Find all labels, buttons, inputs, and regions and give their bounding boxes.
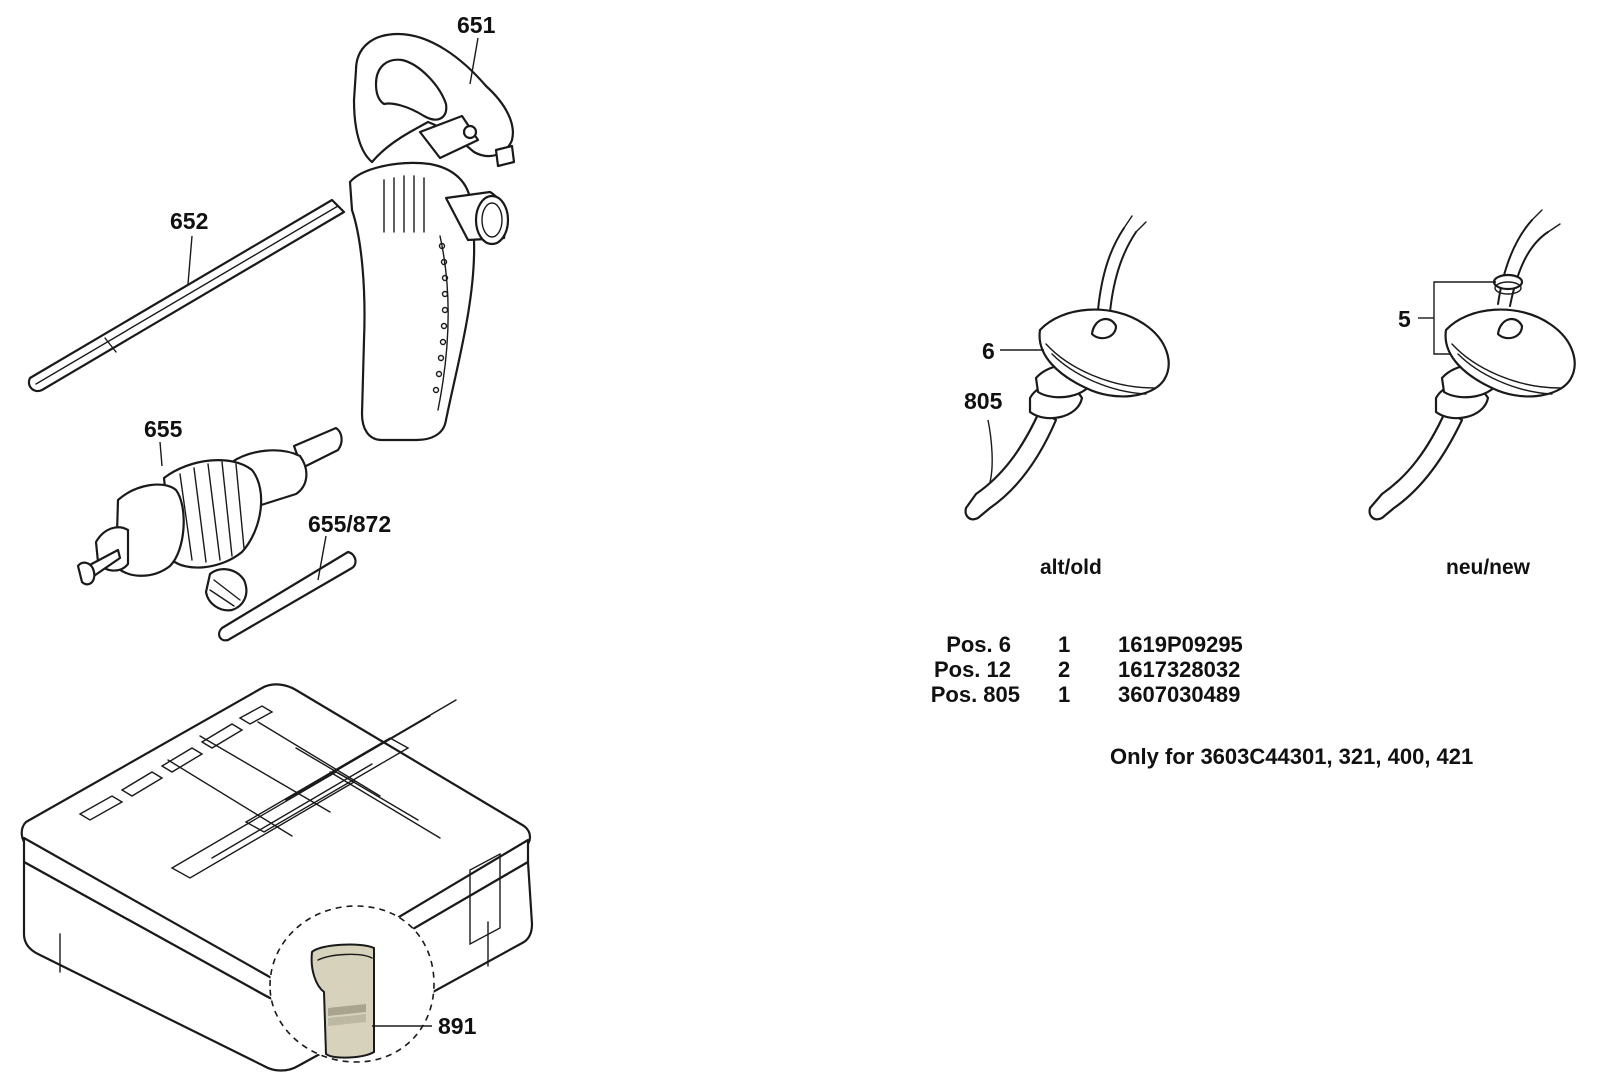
carrying-case: 891 <box>20 683 534 1072</box>
table-row-2-pos: Pos. 12 <box>934 657 1011 682</box>
table-row-3-qty: 1 <box>1058 682 1070 707</box>
caption-old: alt/old <box>1040 556 1102 579</box>
callout-655: 655 <box>144 416 183 442</box>
table-row-1-pos: Pos. 6 <box>946 632 1011 657</box>
table-row-2-qty: 2 <box>1058 657 1070 682</box>
callout-891: 891 <box>438 1013 477 1039</box>
table-row-1-number: 1619P09295 <box>1118 632 1243 657</box>
power-cord-old: 6 805 alt/old <box>964 215 1170 579</box>
callout-651: 651 <box>457 12 496 38</box>
table-row-3-pos: Pos. 805 <box>931 682 1020 707</box>
power-cord-new: 5 neu/new <box>1368 209 1576 579</box>
callout-652: 652 <box>170 208 208 234</box>
callout-6: 6 <box>982 338 995 364</box>
callout-805: 805 <box>964 388 1003 414</box>
callout-655-872: 655/872 <box>308 511 391 537</box>
table-row-3-number: 3607030489 <box>1118 682 1240 707</box>
parts-table: Pos. 6 1 1619P09295 Pos. 12 2 1617328032… <box>931 632 1474 769</box>
depth-rod-652: 652 <box>27 198 346 393</box>
applicability-note: Only for 3603C44301, 321, 400, 421 <box>1110 744 1473 769</box>
table-row-2-number: 1617328032 <box>1118 657 1240 682</box>
drill-chuck-655: 655 655/872 <box>76 416 391 642</box>
callout-5: 5 <box>1398 306 1411 332</box>
auxiliary-handle-651: 651 <box>348 12 516 442</box>
caption-new: neu/new <box>1446 556 1531 579</box>
table-row-1-qty: 1 <box>1058 632 1070 657</box>
